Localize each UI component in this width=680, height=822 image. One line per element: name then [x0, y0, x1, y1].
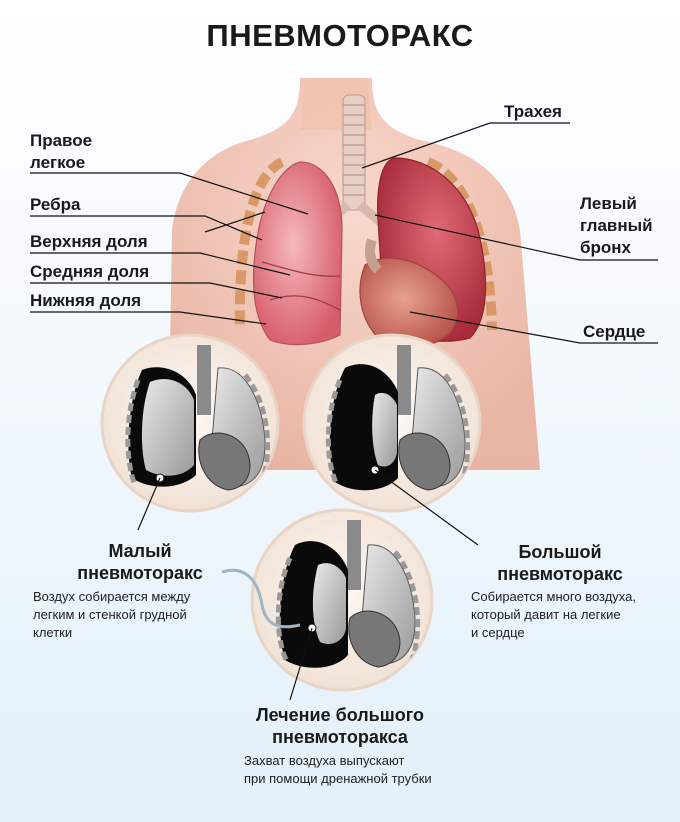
ribs-right-side	[234, 157, 285, 331]
panel-small-pneumothorax	[100, 333, 280, 531]
label-trachea: Трахея	[504, 102, 562, 121]
small-pneumothorax-desc: Воздух собирается между легким и стенкой…	[33, 589, 191, 640]
heart	[359, 257, 459, 349]
panel-large-pneumothorax	[302, 333, 482, 546]
small-pneumothorax-title: Малый пневмоторакс	[77, 541, 203, 583]
treatment-desc: Захват воздуха выпускают при помощи дрен…	[244, 753, 432, 786]
label-ribs: Ребра	[30, 195, 81, 214]
pointer-lines	[30, 122, 658, 344]
label-left-bronchus: Левый главный бронх	[580, 194, 653, 257]
lobe-fissure-2	[269, 295, 341, 311]
page-title: ПНЕВМОТОРАКС	[206, 18, 474, 53]
large-pneumothorax-desc: Собирается много воздуха, который давит …	[471, 589, 636, 640]
large-pneumothorax-title: Большой пневмоторакс	[497, 542, 623, 584]
drainage-tube	[221, 568, 301, 629]
label-upper-lobe: Верхняя доля	[30, 232, 148, 251]
label-right-lung: Правое легкое	[30, 131, 93, 172]
aorta	[365, 238, 382, 274]
panel-treatment	[221, 508, 434, 701]
label-middle-lobe: Средняя доля	[30, 262, 150, 281]
lobe-fissure-1	[261, 261, 341, 277]
label-lower-lobe: Нижняя доля	[30, 291, 142, 310]
treatment-title: Лечение большого пневмоторакса	[255, 705, 425, 747]
label-heart: Сердце	[583, 322, 646, 341]
